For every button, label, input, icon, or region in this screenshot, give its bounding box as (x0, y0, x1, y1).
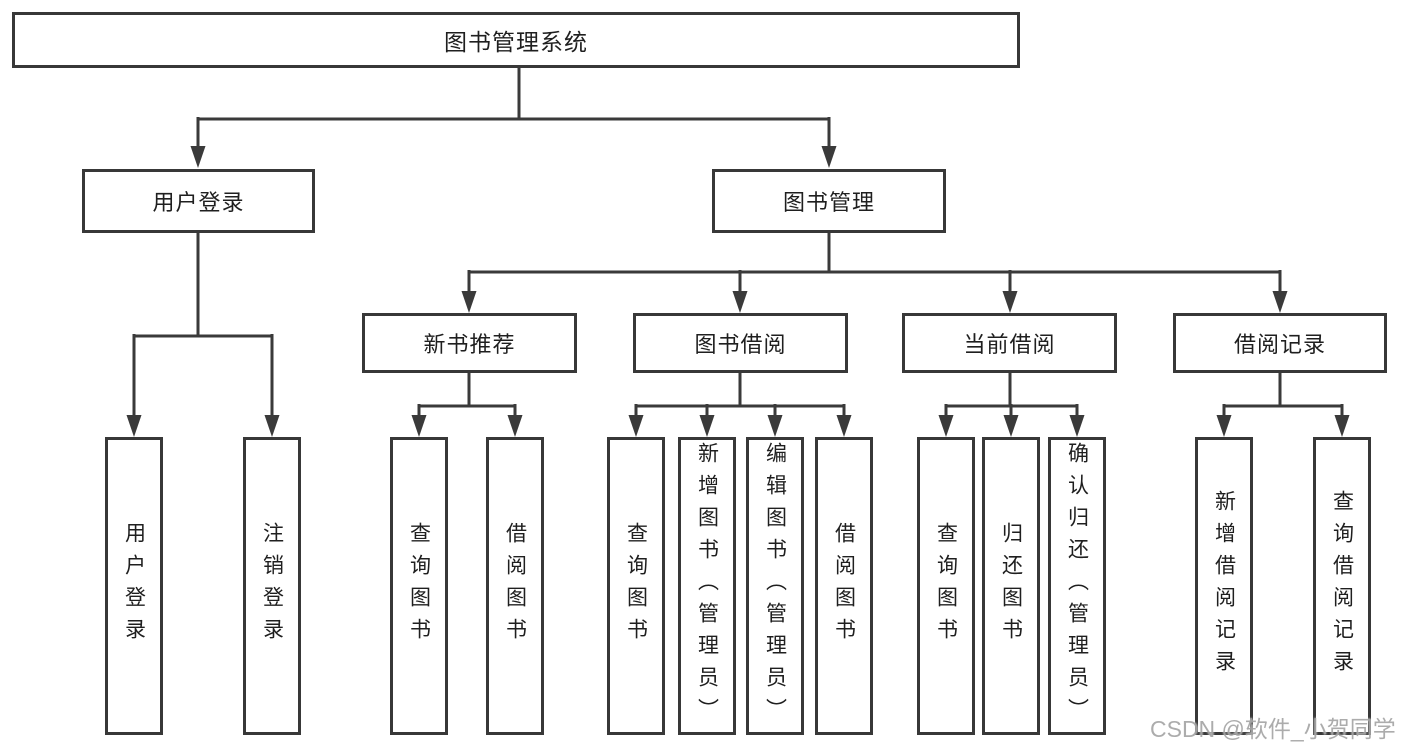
node-library-management-system: 图书管理系统 (12, 12, 1020, 68)
node-label: 查询图书 (407, 522, 431, 650)
leaf-query-book-recommend: 查询图书 (390, 437, 448, 735)
node-label: 新增图书（管理员） (695, 442, 719, 730)
node-label: 新书推荐 (423, 332, 516, 357)
leaf-edit-book-admin: 编辑图书（管理员） (746, 437, 804, 735)
node-book-management: 图书管理 (712, 169, 946, 233)
node-label: 图书借阅 (694, 332, 787, 357)
node-label: 借阅记录 (1233, 332, 1326, 357)
leaf-add-book-admin: 新增图书（管理员） (678, 437, 736, 735)
node-label: 当前借阅 (963, 332, 1056, 357)
node-borrowing-records: 借阅记录 (1173, 313, 1387, 373)
node-label: 图书管理系统 (444, 29, 588, 55)
leaf-query-book-borrow: 查询图书 (607, 437, 665, 735)
node-user-login: 用户登录 (82, 169, 315, 233)
node-label: 归还图书 (999, 522, 1023, 650)
node-label: 确认归还（管理员） (1065, 442, 1089, 730)
node-label: 用户登录 (122, 522, 146, 650)
leaf-query-book-current: 查询图书 (917, 437, 975, 735)
node-new-book-recommend: 新书推荐 (362, 313, 577, 373)
node-label: 注销登录 (260, 522, 284, 650)
leaf-user-login: 用户登录 (105, 437, 163, 735)
csdn-watermark: CSDN @软件_小贺同学 (1150, 716, 1396, 742)
node-label: 查询图书 (934, 522, 958, 650)
node-label: 借阅图书 (503, 522, 527, 650)
leaf-borrow-book: 借阅图书 (815, 437, 873, 735)
node-current-borrowing: 当前借阅 (902, 313, 1117, 373)
node-label: 用户登录 (152, 190, 245, 215)
node-label: 借阅图书 (832, 522, 856, 650)
leaf-borrow-book-recommend: 借阅图书 (486, 437, 544, 735)
node-label: 图书管理 (782, 190, 875, 215)
node-label: 新增借阅记录 (1212, 490, 1236, 682)
node-book-borrowing: 图书借阅 (633, 313, 848, 373)
leaf-logout: 注销登录 (243, 437, 301, 735)
node-label: 查询借阅记录 (1330, 490, 1354, 682)
leaf-add-borrow-record: 新增借阅记录 (1195, 437, 1253, 735)
leaf-confirm-return-admin: 确认归还（管理员） (1048, 437, 1106, 735)
leaf-query-borrow-record: 查询借阅记录 (1313, 437, 1371, 735)
leaf-return-book: 归还图书 (982, 437, 1040, 735)
node-label: 查询图书 (624, 522, 648, 650)
node-label: 编辑图书（管理员） (763, 442, 787, 730)
